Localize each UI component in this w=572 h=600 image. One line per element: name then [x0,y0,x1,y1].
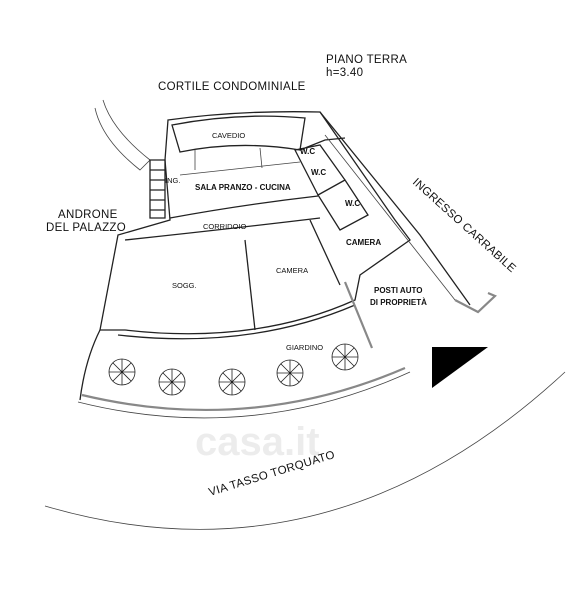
tree-5 [331,343,359,371]
room-giardino: GIARDINO [286,343,323,352]
south-facade [117,304,356,340]
tree-3 [218,368,246,396]
building-left-wall [79,329,101,401]
kitchen-partition [179,147,301,176]
driveway-wall [319,111,471,306]
garden-fence [81,366,406,412]
street-curb-outer [44,371,566,530]
plan-title: PIANO TERRA [326,54,407,66]
cortile-label: CORTILE CONDOMINIALE [158,81,306,93]
ingresso-label: INGRESSO CARRABILE [410,176,518,275]
parking-boundary [343,281,374,349]
room-wc-3: W.C [345,199,360,208]
androne-wall [94,99,151,171]
room-wc-1: W.C [300,147,315,156]
room-ing: ING. [165,176,180,185]
room-sogg: SOGG. [172,281,197,290]
driveway-edge [324,134,456,301]
tree-4 [276,359,304,387]
building-outline [99,111,411,335]
corridor-wall-bottom [124,217,321,241]
androne-label-1: ANDRONE [58,209,118,221]
posti-label-1: POSTI AUTO [374,286,422,295]
androne-label-2: DEL PALAZZO [46,222,126,234]
tree-2 [158,368,186,396]
plan-height: h=3.40 [326,67,363,79]
sogg-camera-wall [244,239,256,331]
tree-1 [108,358,136,386]
room-corridoio: CORRIDOIO [203,222,247,231]
driveway-gate [454,291,497,314]
room-camera-right: CAMERA [346,238,381,247]
north-arrow-icon [432,347,488,388]
room-wc-2: W.C [311,168,326,177]
room-sala: SALA PRANZO - CUCINA [195,183,291,192]
room-cavedio: CAVEDIO [212,131,245,140]
room-camera-mid: CAMERA [276,266,308,275]
entry-stairs [149,159,166,219]
posti-label-2: DI PROPRIETÀ [370,298,427,307]
street-curb-inner [77,371,411,419]
camera-right-wall [309,219,341,286]
corridor-wall-top [169,195,319,219]
watermark: casa.it [195,420,320,464]
wc-walls [294,137,369,231]
